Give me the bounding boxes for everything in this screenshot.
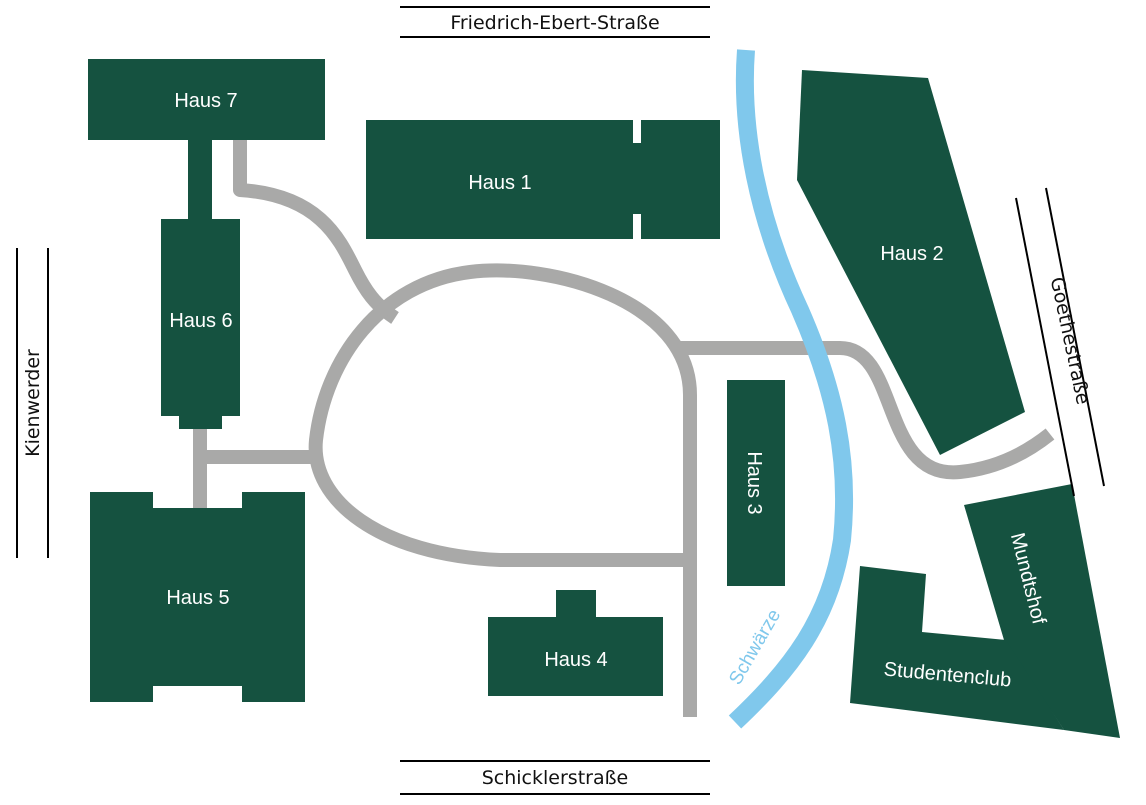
- label-haus1: Haus 1: [468, 172, 531, 194]
- river-schwaerze: [728, 49, 854, 729]
- street-label-south: Schicklerstraße: [482, 767, 629, 789]
- street-label-west: Kienwerder: [22, 349, 44, 457]
- buildings: [88, 59, 1120, 738]
- street-lines: [16, 6, 1105, 795]
- label-haus4: Haus 4: [544, 649, 607, 671]
- building-studentenclub: [850, 566, 1064, 730]
- building-haus7: [88, 59, 325, 140]
- street-label-north: Friedrich-Ebert-Straße: [450, 12, 659, 34]
- walkway-haus7-connector: [233, 140, 399, 324]
- label-haus5: Haus 5: [166, 587, 229, 609]
- label-haus7: Haus 7: [174, 90, 237, 112]
- building-haus6-foot: [179, 412, 222, 429]
- building-haus3: [727, 380, 785, 586]
- building-haus6: [161, 219, 240, 416]
- building-haus5: [90, 492, 305, 702]
- label-haus6: Haus 6: [169, 310, 232, 332]
- walkways: [193, 140, 1055, 717]
- walkway-east-to-goethestrasse: [680, 341, 1055, 480]
- label-haus3: Haus 3: [743, 451, 765, 514]
- building-haus1: [366, 120, 720, 239]
- building-haus7-link: [188, 138, 212, 222]
- building-mundtshof: [964, 484, 1120, 738]
- goethestrasse-line-right: [1045, 187, 1105, 487]
- building-haus4: [488, 590, 663, 696]
- walkway-main-loop: [308, 263, 697, 567]
- goethestrasse-line-left: [1015, 197, 1075, 497]
- building-haus2: [797, 70, 1025, 455]
- label-haus2: Haus 2: [880, 243, 943, 265]
